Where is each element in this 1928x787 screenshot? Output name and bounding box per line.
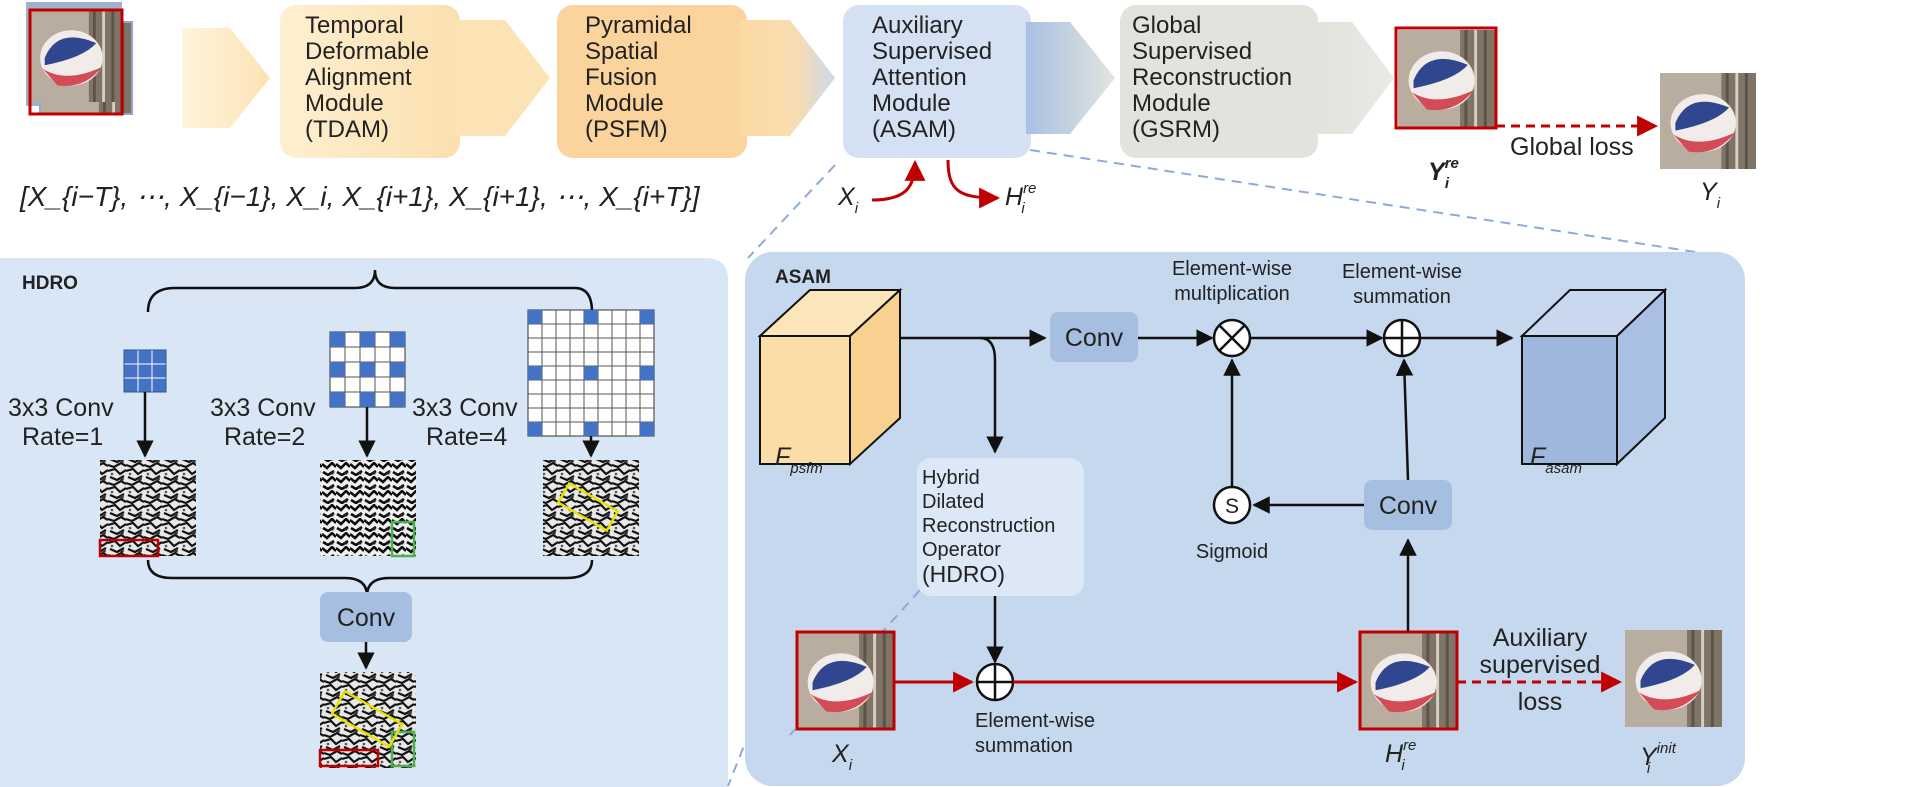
sigmoid-label: Sigmoid [1196,541,1268,563]
svg-text:Global Supervised: Global Supervised Reconstruction Module … [1132,12,1299,143]
stage-psfm-line-3: Fusion [585,64,657,91]
mult-label-line-2: multiplication [1174,283,1290,305]
sum-bottom-label-line-1: Element-wise [975,710,1095,732]
branch1-rate-label: Rate=1 [22,423,103,451]
stage-tdam-line-3: Alignment [305,64,412,91]
svg-text:Temporal Deformable: Temporal Deformable Alignment Module (TD… [305,12,436,143]
dilation-rate1-kernel [123,349,167,393]
hdro-operator-box: Hybrid Dilated Reconstruction Operator (… [917,458,1084,596]
stage-asam: Auxiliary Supervised Attention Module (A… [843,5,1115,158]
yre-image [1396,28,1497,129]
y-init-image [1623,628,1724,729]
hdro-conv-block: Conv [320,592,412,642]
input-frame-front [28,8,124,104]
mult-label-line-1: Element-wise [1172,258,1292,280]
conv-top-label: Conv [1065,324,1124,352]
hdro-output-feature-map [320,672,416,768]
stage-gsrm-line-5: (GSRM) [1132,116,1220,143]
svg-text:S: S [1225,495,1239,518]
sum-top-label-line-2: summation [1353,286,1451,308]
stage-psfm-line-4: Module [585,90,664,117]
conv-top-block: Conv [1050,312,1138,362]
h-i-re-image [1358,630,1459,731]
circle-plus-icon [1382,318,1422,358]
hdro-box-line-3: Reconstruction [922,515,1055,537]
dilation-rate2-kernel [329,331,406,408]
sum-bottom-label-line-2: summation [975,735,1073,757]
f-psfm-cube [757,287,903,467]
hdro-box-line-4: Operator [922,539,1001,561]
asam-title: ASAM [775,267,831,288]
hdro-box-line-2: Dilated [922,491,984,513]
hdro-box-line-1: Hybrid [922,467,980,489]
x-i-image [795,630,896,731]
stage-psfm-line-5: (PSFM) [585,116,668,143]
input-frame-highlight [28,8,124,116]
f-asam-label: Fasam [1530,443,1582,477]
feature-map-rate2 [320,460,416,556]
stage-tdam: Temporal Deformable Alignment Module (TD… [280,5,550,158]
stage-asam-line-3: Attention [872,64,967,91]
feature-map-rate1 [100,460,196,556]
sigmoid-s-icon: S [1212,485,1252,525]
stage-tdam-line-1: Temporal [305,12,404,39]
aux-loss-line-2: supervised [1480,651,1601,679]
branch3-conv-label: 3x3 Conv [412,394,518,422]
stage-gsrm-line-4: Module [1132,90,1211,117]
conv-right-label: Conv [1379,492,1438,520]
branch1-conv-label: 3x3 Conv [8,394,114,422]
circle-times-icon [1212,318,1252,358]
branch2-rate-label: Rate=2 [224,423,305,451]
pipeline-chevron-arrow [182,28,270,128]
aux-loss-line-3: loss [1518,688,1562,716]
zoom-line-asam-to-hdro [747,164,836,259]
hdro-box-line-5: (HDRO) [922,561,1005,587]
svg-text:Auxiliary Supervised: Auxiliary Supervised Attention Module (A… [872,12,999,143]
ygt-image [1658,71,1758,171]
stage-asam-line-4: Module [872,90,951,117]
dilation-rate4-kernel [527,309,655,437]
stage-gsrm-line-1: Global [1132,12,1201,39]
stage-asam-line-2: Supervised [872,38,992,65]
stage-gsrm: Global Supervised Reconstruction Module … [1120,5,1394,158]
stage-gsrm-line-2: Supervised [1132,38,1252,65]
stage-tdam-line-2: Deformable [305,38,429,65]
zoom-line-right [1029,149,1716,256]
hdro-conv-label: Conv [337,604,396,632]
x-i-label: Xi [831,740,853,774]
input-sequence: [X_{i−T}, ⋯, X_{i−1}, X_i, X_{i+1}, X_{i… [19,181,701,212]
svg-text:Hybrid Dilated Rec: Hybrid Dilated Reconstruction Operator (… [922,467,1061,587]
asam-input-arrow [871,159,926,202]
conv-right-block: Conv [1364,480,1452,530]
stage-asam-line-5: (ASAM) [872,116,956,143]
hdro-title: HDRO [22,273,78,294]
stage-tdam-line-5: (TDAM) [305,116,389,143]
circle-plus-icon [975,662,1015,702]
branch3-rate-label: Rate=4 [426,423,507,451]
global-loss-label: Global loss [1510,133,1634,161]
stage-gsrm-line-3: Reconstruction [1132,64,1292,91]
feature-map-rate4 [543,460,639,556]
stage-psfm-line-2: Spatial [585,38,658,65]
sum-top-label-line-1: Element-wise [1342,261,1462,283]
stage-tdam-line-4: Module [305,90,384,117]
f-asam-cube [1519,287,1668,467]
hdro-top-brace [146,269,594,313]
f-psfm-label: Fpsfm [775,443,823,477]
stage-psfm: Pyramidal Spatial Fusion Module (PSFM) [557,5,835,158]
asam-input-label: Xi [837,183,859,217]
stage-asam-line-1: Auxiliary [872,12,963,39]
ygt-label: Yi [1700,178,1721,212]
asam-output-arrow [946,159,1001,209]
stage-psfm-line-1: Pyramidal [585,12,692,39]
branch2-conv-label: 3x3 Conv [210,394,316,422]
svg-text:Pyramidal Spatial: Pyramidal Spatial Fusion Module (PSFM) [585,12,698,143]
aux-loss-line-1: Auxiliary [1493,624,1588,652]
